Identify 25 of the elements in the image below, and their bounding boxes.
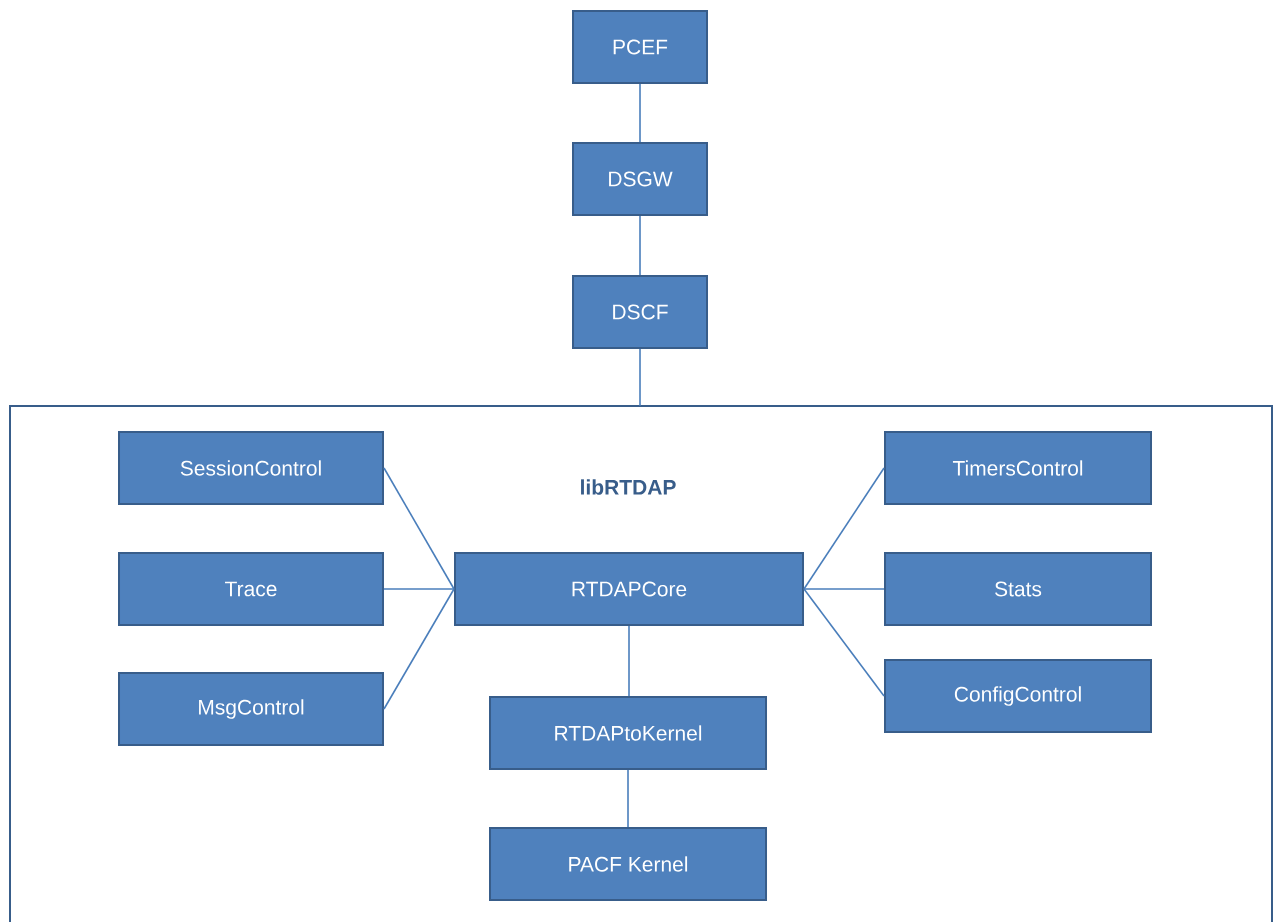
connector-line bbox=[803, 467, 885, 590]
group-title: libRTDAP bbox=[581, 479, 676, 495]
process-box: Trace bbox=[118, 552, 384, 626]
process-box: PCEF bbox=[572, 10, 708, 84]
process-box: DSGW bbox=[572, 142, 708, 216]
connector-line bbox=[627, 769, 629, 828]
process-box: MsgControl bbox=[118, 672, 384, 746]
connector-line bbox=[639, 83, 641, 143]
group-frame bbox=[9, 405, 1273, 922]
process-box: RTDAPCore bbox=[454, 552, 804, 626]
connector-line bbox=[383, 467, 455, 590]
connector-line bbox=[803, 588, 885, 590]
connector-line bbox=[383, 588, 455, 710]
process-box: TimersControl bbox=[884, 431, 1152, 505]
process-box: ConfigControl bbox=[884, 659, 1152, 733]
connector-line bbox=[628, 625, 630, 697]
process-box: PACF Kernel bbox=[489, 827, 767, 901]
process-box: DSCF bbox=[572, 275, 708, 349]
connector-line bbox=[639, 348, 641, 407]
connector-line bbox=[639, 215, 641, 276]
connector-line bbox=[383, 588, 455, 590]
process-box: RTDAPtoKernel bbox=[489, 696, 767, 770]
connector-line bbox=[803, 588, 885, 697]
process-box: SessionControl bbox=[118, 431, 384, 505]
process-box: Stats bbox=[884, 552, 1152, 626]
